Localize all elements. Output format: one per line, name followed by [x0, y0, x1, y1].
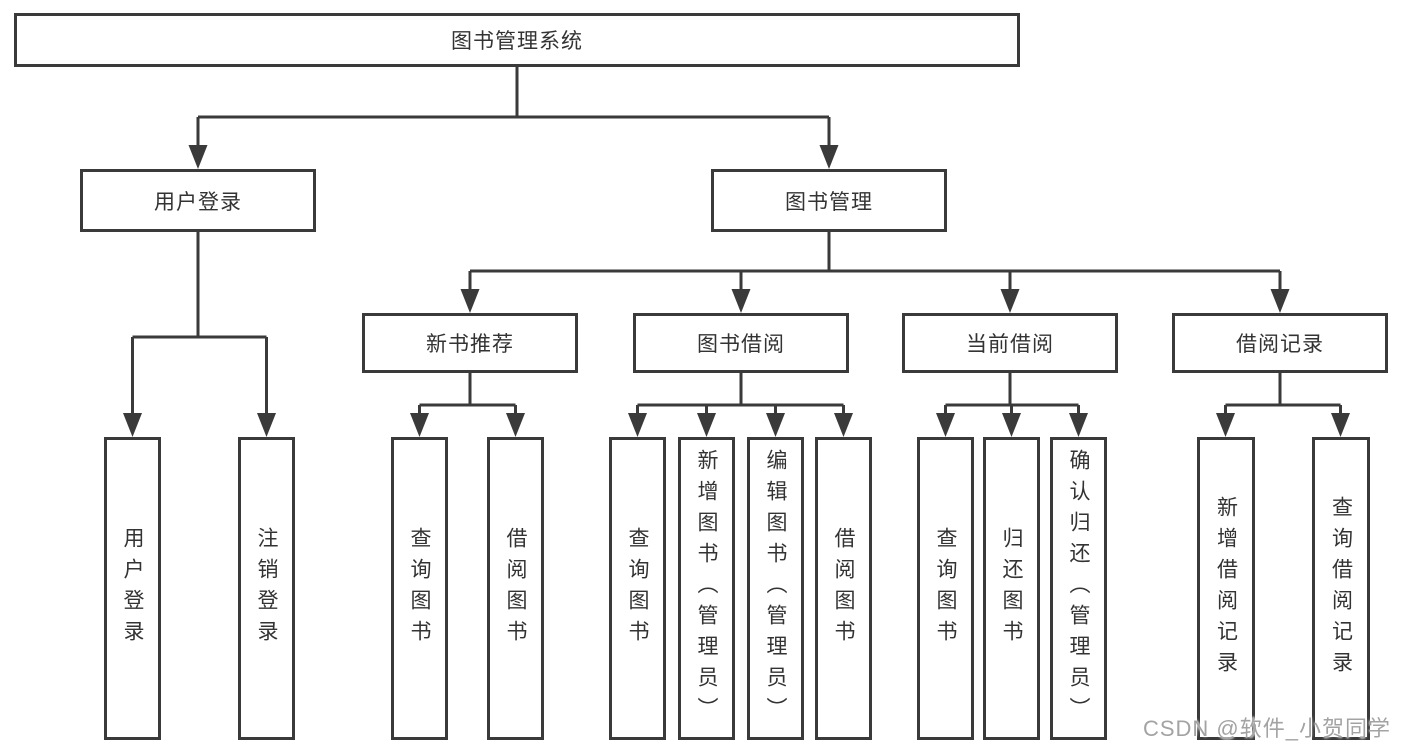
arrowhead-icons — [123, 145, 1350, 437]
node-book-borrowing-label: 图书借阅 — [697, 333, 785, 356]
node-book-management-label: 图书管理 — [785, 190, 873, 214]
node-query-books-current: 查询图书 — [917, 437, 974, 740]
node-query-borrow-record-label: 查询借阅记录 — [1329, 495, 1353, 682]
node-borrow-books-recommend: 借阅图书 — [487, 437, 544, 740]
node-return-books: 归还图书 — [983, 437, 1040, 740]
node-login-leaf-label: 用户登录 — [121, 526, 144, 651]
node-root: 图书管理系统 — [14, 13, 1020, 67]
node-current-borrowing: 当前借阅 — [902, 313, 1118, 373]
node-root-label: 图书管理系统 — [451, 30, 583, 53]
node-query-books-recommend: 查询图书 — [391, 437, 448, 740]
node-borrow-books-leaf: 借阅图书 — [815, 437, 872, 740]
node-confirm-return-admin-label: 确认归还（管理员） — [1067, 449, 1090, 728]
node-user-login-label: 用户登录 — [154, 190, 242, 214]
node-new-book-recommend: 新书推荐 — [362, 313, 578, 373]
node-edit-books-admin-label: 编辑图书（管理员） — [764, 449, 787, 728]
node-user-login: 用户登录 — [80, 169, 316, 232]
node-add-books-admin: 新增图书（管理员） — [678, 437, 735, 740]
watermark: CSDN @软件_小贺同学 — [1142, 716, 1391, 741]
node-borrow-books-leaf-label: 借阅图书 — [832, 526, 855, 651]
node-query-books-borrowing: 查询图书 — [609, 437, 666, 740]
node-query-books-borrowing-label: 查询图书 — [626, 526, 649, 651]
node-add-borrow-record-label: 新增借阅记录 — [1214, 495, 1238, 682]
node-query-books-current-label: 查询图书 — [934, 526, 957, 651]
node-borrow-records: 借阅记录 — [1172, 313, 1388, 373]
node-query-books-recommend-label: 查询图书 — [408, 526, 431, 651]
node-edit-books-admin: 编辑图书（管理员） — [747, 437, 804, 740]
node-logout-leaf-label: 注销登录 — [255, 526, 278, 651]
node-new-book-recommend-label: 新书推荐 — [426, 333, 514, 356]
node-login-leaf: 用户登录 — [104, 437, 161, 740]
node-book-management: 图书管理 — [711, 169, 947, 232]
node-borrow-records-label: 借阅记录 — [1236, 333, 1324, 356]
node-add-borrow-record: 新增借阅记录 — [1197, 437, 1255, 740]
node-return-books-label: 归还图书 — [1000, 526, 1023, 651]
node-add-books-admin-label: 新增图书（管理员） — [695, 449, 718, 728]
node-query-borrow-record: 查询借阅记录 — [1312, 437, 1370, 740]
node-current-borrowing-label: 当前借阅 — [966, 333, 1054, 356]
node-book-borrowing: 图书借阅 — [633, 313, 849, 373]
node-confirm-return-admin: 确认归还（管理员） — [1050, 437, 1107, 740]
node-borrow-books-recommend-label: 借阅图书 — [504, 526, 527, 651]
node-logout-leaf: 注销登录 — [238, 437, 295, 740]
